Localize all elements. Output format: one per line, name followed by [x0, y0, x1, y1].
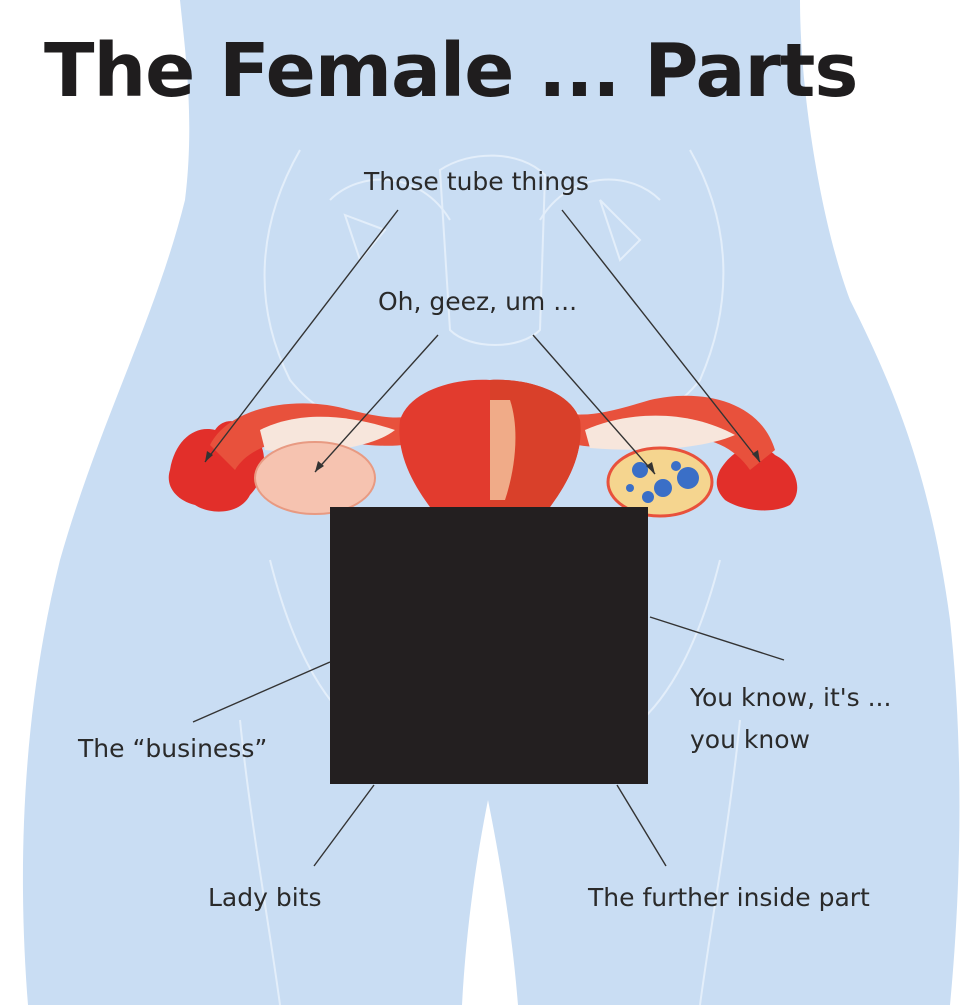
left-ovary	[254, 441, 376, 515]
label-you-know-line1: You know, it's ...	[690, 683, 892, 712]
page-title: The Female ... Parts	[44, 28, 858, 114]
label-business: The “business”	[78, 734, 268, 763]
pelvis-outline	[239, 149, 741, 1005]
label-tube-things: Those tube things	[364, 167, 589, 196]
label-oh-geez: Oh, geez, um ...	[378, 287, 578, 316]
label-further-inside: The further inside part	[588, 883, 870, 912]
right-fimbriae	[716, 446, 798, 511]
label-lady-bits: Lady bits	[208, 883, 322, 912]
uterus-illustration	[168, 379, 798, 520]
leader-arrowheads	[205, 450, 760, 474]
label-you-know-line2: you know	[690, 725, 810, 754]
ovary-follicles	[626, 461, 699, 503]
leader-lines	[192, 209, 785, 867]
censor-box	[330, 507, 648, 784]
